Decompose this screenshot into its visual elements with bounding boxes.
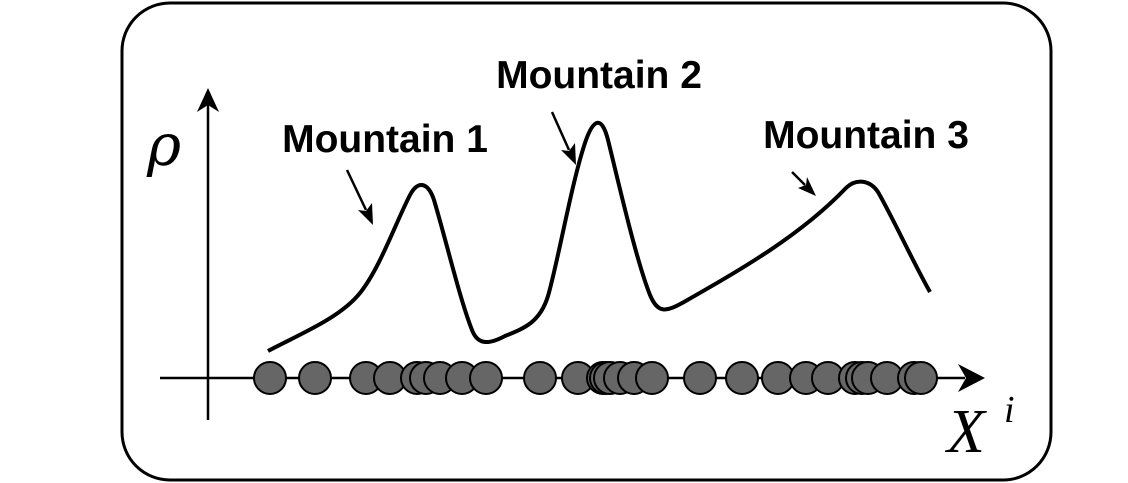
data-point bbox=[523, 361, 557, 395]
mountain-2-arrow bbox=[550, 111, 576, 165]
x-axis-label: X bbox=[944, 398, 987, 466]
density-curve bbox=[267, 120, 932, 353]
data-point bbox=[635, 361, 669, 395]
mountain-1-label: Mountain 1 bbox=[282, 118, 488, 161]
x-axis-label-main: X bbox=[944, 398, 987, 466]
data-point bbox=[298, 361, 332, 395]
mountain-3-label: Mountain 3 bbox=[763, 114, 969, 157]
data-point bbox=[469, 361, 503, 395]
data-point bbox=[904, 361, 938, 395]
x-axis-arrowhead bbox=[958, 364, 985, 392]
diagram-frame bbox=[120, 1, 1053, 482]
mountain-1-arrow bbox=[345, 169, 373, 225]
x-axis-superscript: i bbox=[1004, 389, 1015, 431]
y-axis-arrowhead bbox=[197, 88, 219, 112]
data-points bbox=[253, 361, 938, 395]
y-axis-label: ρ bbox=[146, 111, 181, 179]
mountain-3-arrow bbox=[791, 171, 816, 196]
data-point bbox=[683, 361, 717, 395]
data-point bbox=[253, 361, 287, 395]
data-point bbox=[725, 361, 759, 395]
mountain-2-label: Mountain 2 bbox=[496, 54, 702, 97]
